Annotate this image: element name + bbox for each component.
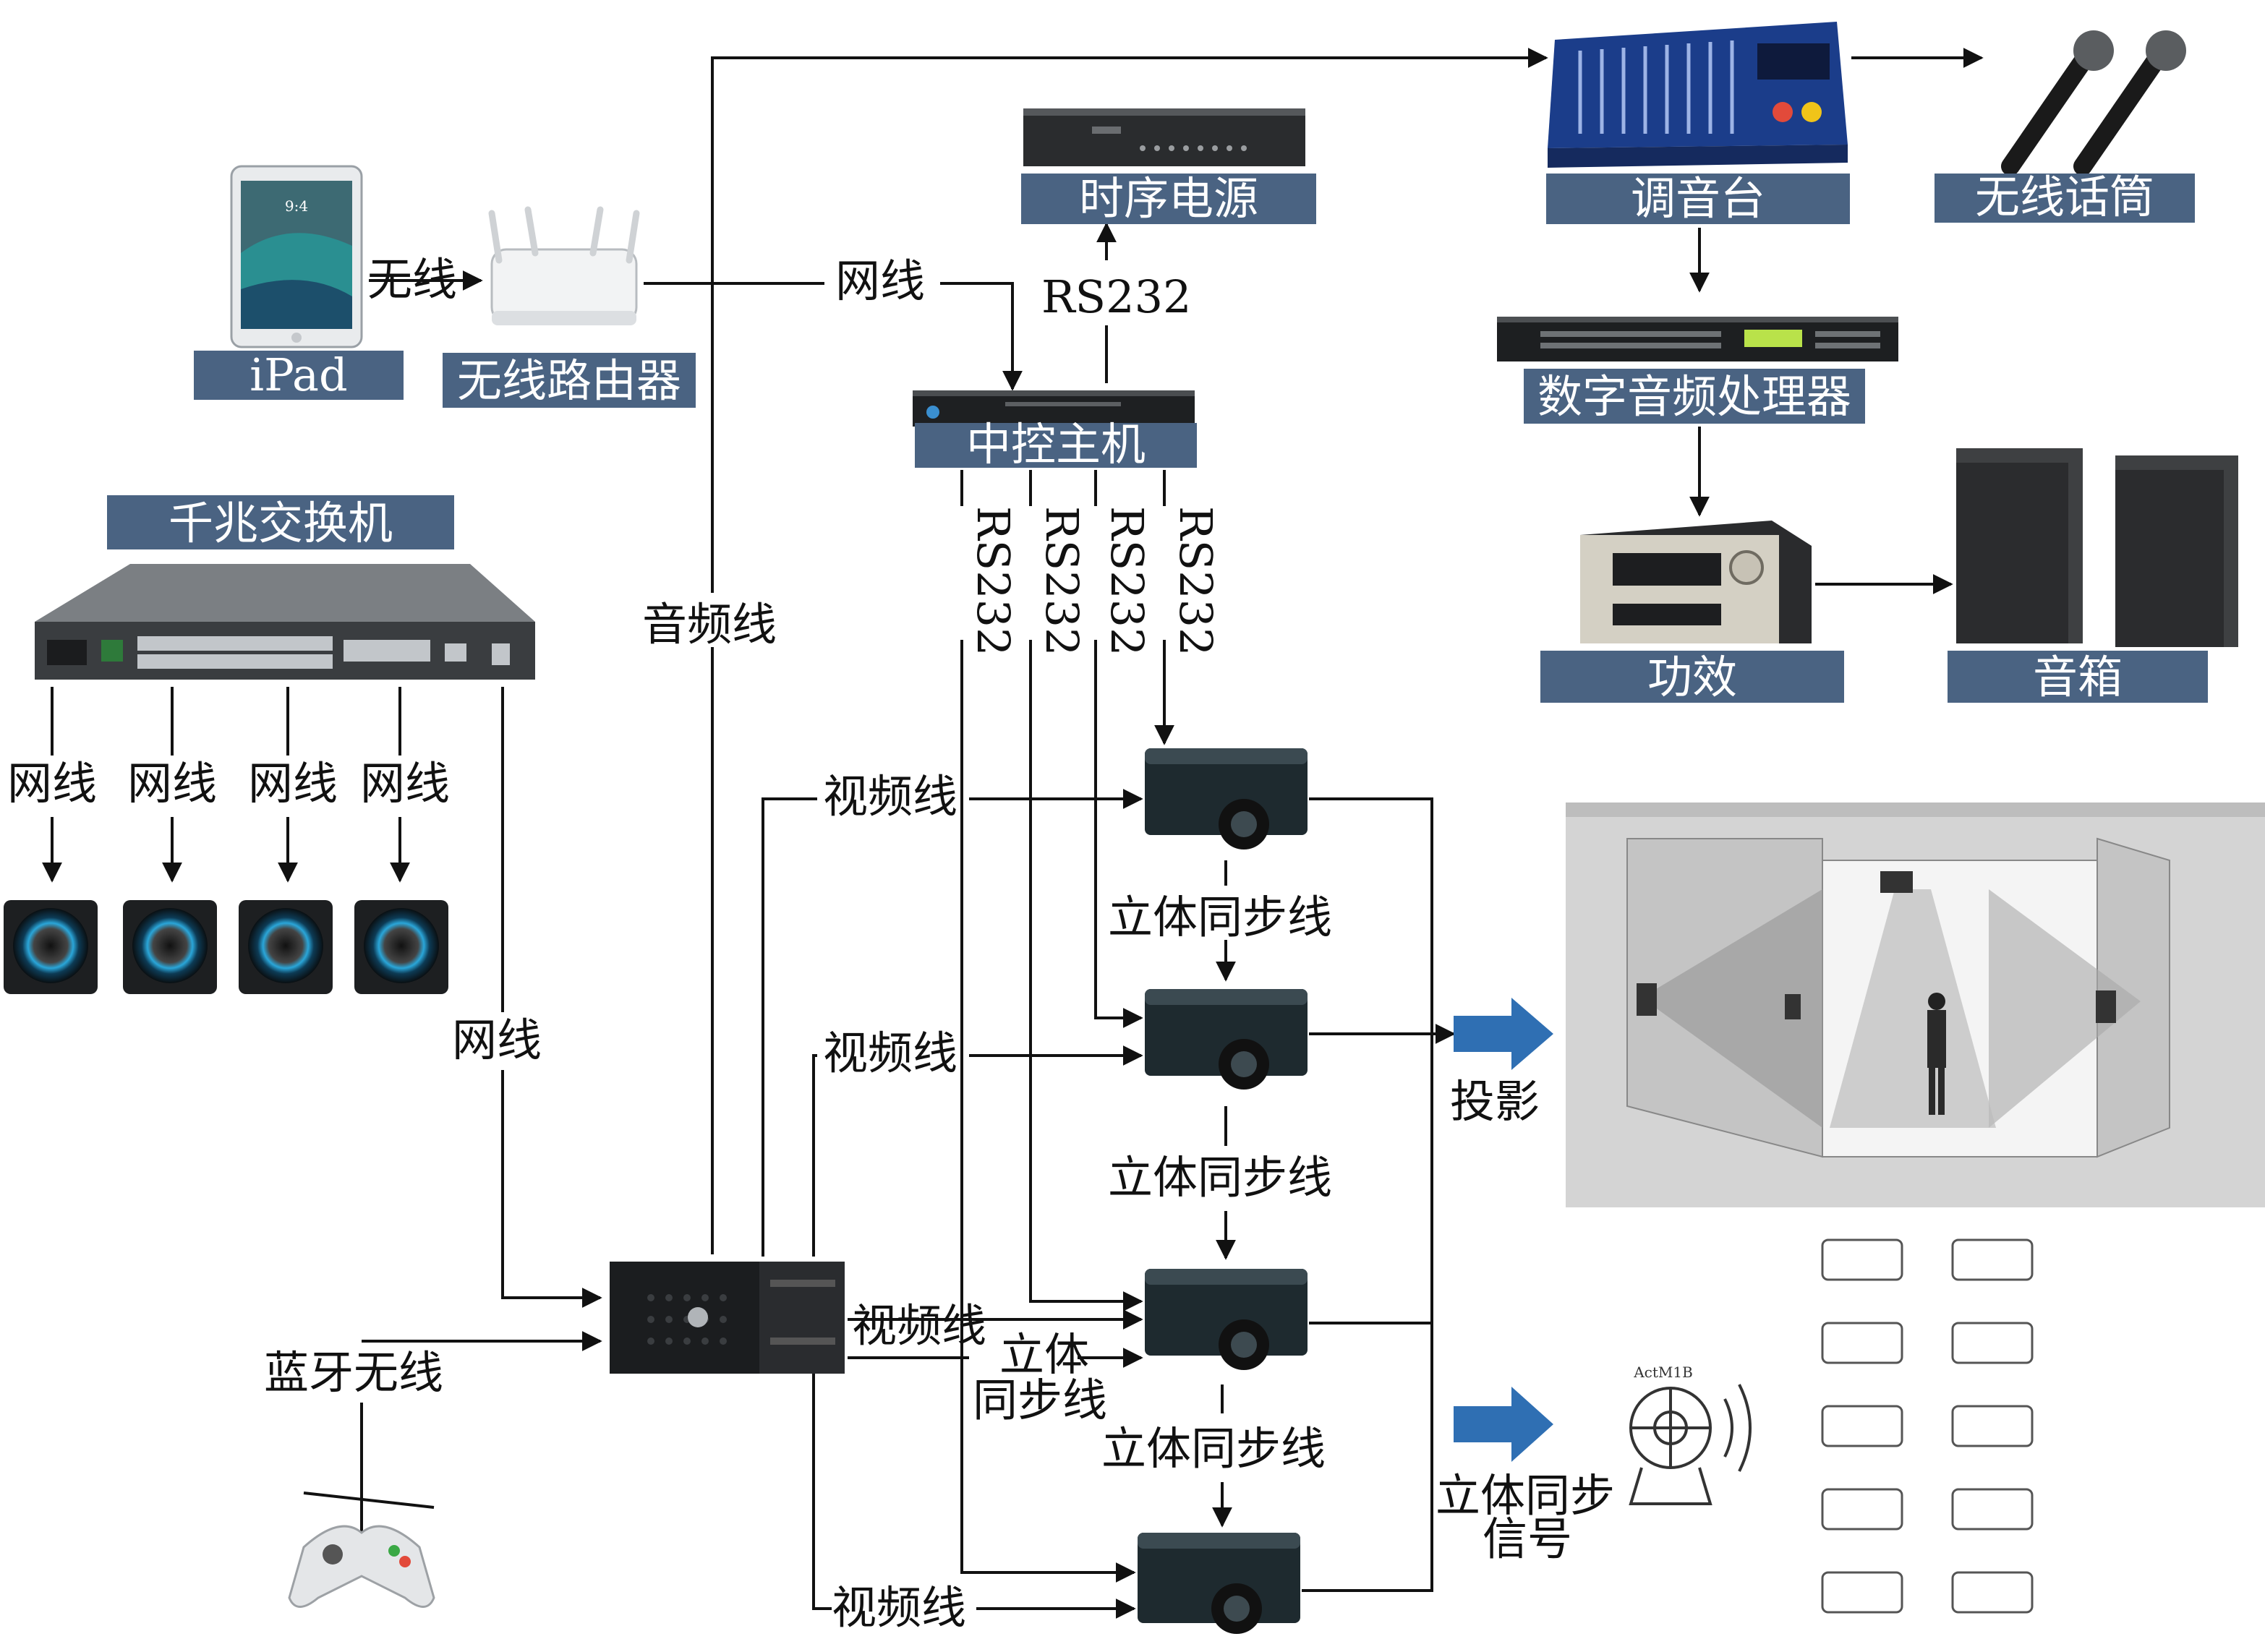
pc-stereo-sync-label-line1: 立体 — [999, 1328, 1089, 1381]
switch-pc-net-label: 网线 — [452, 1014, 542, 1066]
tracking-camera-3 — [239, 900, 333, 994]
rs232-label-1: RS232 — [967, 506, 1020, 656]
rs232-label-3: RS232 — [1101, 506, 1153, 656]
amp-label: 功效 — [1647, 651, 1737, 703]
emitter-tag: ActM1B — [1633, 1364, 1693, 1381]
dsp-device — [1497, 317, 1898, 361]
amp-label-box — [1540, 651, 1844, 703]
pc-device — [610, 1262, 845, 1374]
router-net-label: 网线 — [835, 254, 925, 307]
pc-stereo-sync-label-line2: 同步线 — [973, 1374, 1107, 1426]
projector-4 — [1138, 1533, 1300, 1634]
stereo-sync-label-2: 立体同步线 — [1108, 1151, 1332, 1204]
speaker-device — [1956, 448, 2238, 647]
tracking-camera-2 — [123, 900, 217, 994]
net-label-3: 网线 — [248, 757, 338, 810]
glasses-grid — [1821, 1238, 2034, 1614]
connection-lines — [42, 48, 1984, 1619]
rs232-label-2: RS232 — [1036, 506, 1088, 656]
mixer-device — [1548, 22, 1848, 168]
switch-label-box — [107, 495, 454, 549]
sequencer-label: 时序电源 — [1079, 172, 1258, 225]
sync-signal-arrow — [1454, 1387, 1553, 1462]
mic-label: 无线话筒 — [1975, 171, 2154, 223]
ipad-device: 9:4 — [230, 165, 363, 348]
dsp-label: 数字音频处理器 — [1537, 370, 1851, 423]
cave-room-render — [1566, 803, 2265, 1207]
controller-device — [913, 390, 1195, 427]
net-label-1: 网线 — [7, 757, 97, 810]
switch-label: 千兆交换机 — [169, 497, 393, 549]
edge-labels: 无线 网线 RS232 音频线 RS232 RS232 RS232 RS232 … — [7, 253, 1615, 1634]
video-label-4: 视频线 — [832, 1581, 966, 1634]
ipad-clock: 9:4 — [285, 197, 308, 215]
mic-label-box — [1935, 174, 2195, 223]
sequencer-device — [1023, 108, 1305, 166]
mixer-label-box — [1546, 174, 1850, 224]
projection-arrow — [1454, 998, 1553, 1070]
gamepad-device — [288, 1482, 435, 1608]
sync-signal-label-line2: 信号 — [1483, 1512, 1572, 1565]
video-label-2: 视频线 — [823, 1027, 957, 1079]
controller-label: 中控主机 — [966, 418, 1146, 471]
bluetooth-label: 蓝牙无线 — [264, 1346, 443, 1399]
sync-signal-label-line1: 立体同步 — [1436, 1469, 1615, 1522]
stereo-sync-label-3: 立体同步线 — [1101, 1422, 1326, 1475]
net-label-4: 网线 — [360, 757, 450, 810]
rs232-label-4: RS232 — [1169, 506, 1222, 656]
dsp-label-box — [1524, 369, 1865, 424]
sync-emitter-device — [1629, 1384, 1752, 1505]
switch-device — [35, 564, 535, 680]
video-label-3: 视频线 — [852, 1299, 986, 1352]
projector-1 — [1145, 748, 1308, 849]
net-label-2: 网线 — [127, 757, 217, 810]
controller-label-box — [915, 423, 1197, 468]
sequencer-label-box — [1021, 174, 1316, 224]
mic-device — [2001, 30, 2186, 176]
router-device — [488, 206, 640, 325]
projector-3 — [1145, 1269, 1308, 1370]
ipad-label: iPad — [249, 348, 347, 401]
tracking-camera-1 — [4, 900, 98, 994]
tracking-camera-4 — [354, 900, 448, 994]
projector-2 — [1145, 989, 1308, 1090]
audio-line-label: 音频线 — [642, 598, 777, 651]
video-label-1: 视频线 — [823, 770, 957, 823]
projection-label: 投影 — [1450, 1075, 1540, 1128]
mixer-label: 调音台 — [1631, 172, 1765, 225]
rs232-up-label: RS232 — [1041, 270, 1192, 323]
amp-device — [1580, 521, 1812, 643]
router-label-box — [443, 353, 696, 408]
stereo-sync-label-1: 立体同步线 — [1108, 891, 1332, 943]
wireless-label: 无线 — [367, 253, 457, 306]
ipad-label-box — [194, 351, 404, 400]
speaker-label: 音箱 — [2033, 651, 2123, 703]
speaker-label-box — [1948, 651, 2208, 703]
router-label: 无线路由器 — [457, 354, 681, 407]
